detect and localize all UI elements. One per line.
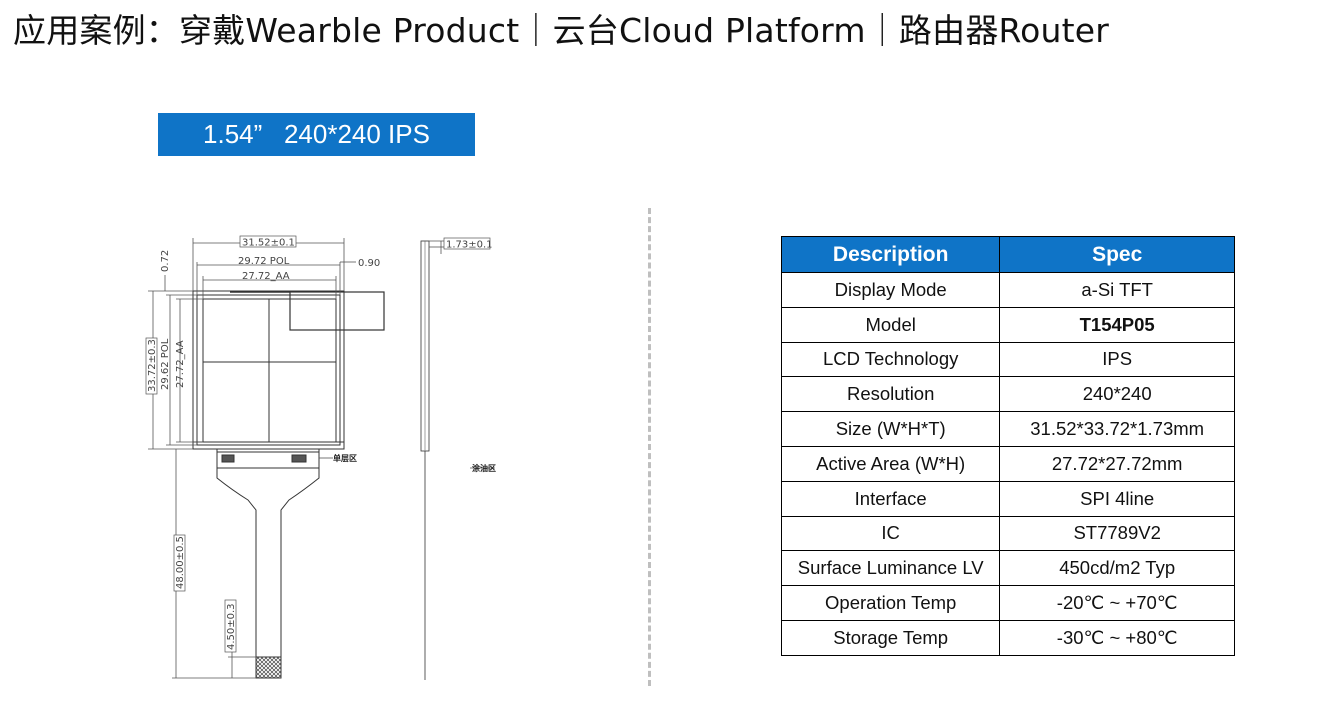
- technical-drawing: 31.52±0.1 29.72 POL 27.72_AA 0.90 0.72 3…: [145, 235, 496, 680]
- row-spec: -30℃ ~ +80℃: [999, 619, 1235, 656]
- row-desc: LCD Technology: [780, 341, 1001, 378]
- row-desc: Resolution: [780, 376, 1001, 413]
- label-single-layer: 单层区: [333, 453, 357, 463]
- table-row: Active Area (W*H)27.72*27.72mm: [780, 445, 1235, 482]
- row-desc: Surface Luminance LV: [780, 550, 1001, 587]
- row-spec: 27.72*27.72mm: [999, 445, 1235, 482]
- dim-thickness: 1.73±0.1: [446, 240, 493, 251]
- dim-fpc-length: 48.00±0.5: [175, 536, 186, 589]
- row-desc: Active Area (W*H): [780, 445, 1001, 482]
- label-oil-area: 涂油区: [472, 463, 496, 473]
- row-desc: Model: [780, 306, 1001, 343]
- row-desc: Display Mode: [780, 272, 1001, 308]
- table-row: Operation Temp-20℃ ~ +70℃: [780, 585, 1235, 621]
- dim-top: 0.72: [160, 250, 171, 272]
- header-spec: Spec: [999, 236, 1235, 273]
- panel-pol: [196, 294, 341, 446]
- row-spec: IPS: [999, 341, 1235, 378]
- dim-fpc-end: 4.50±0.3: [226, 603, 237, 650]
- label-box: [289, 291, 385, 331]
- dim-pol-height: 29.62 POL: [160, 338, 171, 390]
- row-spec: SPI 4line: [999, 480, 1235, 517]
- table-row: Size (W*H*T)31.52*33.72*1.73mm: [780, 411, 1235, 447]
- model-badge: 1.54” 240*240 IPS: [158, 113, 475, 156]
- row-spec: 240*240: [999, 376, 1235, 413]
- dim-right: 0.90: [358, 258, 380, 269]
- row-spec: T154P05: [999, 306, 1235, 343]
- dim-aa-height: 27.72_AA: [175, 340, 186, 388]
- row-desc: IC: [780, 515, 1001, 552]
- dim-width: 31.52±0.1: [242, 238, 295, 249]
- row-spec: 31.52*33.72*1.73mm: [999, 411, 1235, 447]
- page-title: 应用案例：穿戴Wearble Product｜云台Cloud Platform｜…: [13, 11, 1110, 50]
- row-desc: Interface: [780, 480, 1001, 517]
- fpc-tail: [216, 468, 320, 657]
- dim-pol-width: 29.72 POL: [238, 256, 290, 267]
- row-desc: Size (W*H*T): [780, 411, 1001, 447]
- header-description: Description: [780, 236, 1001, 273]
- row-spec: a-Si TFT: [999, 272, 1235, 308]
- fpc-hatched-end: [255, 656, 282, 679]
- dim-aa-width: 27.72_AA: [242, 271, 290, 282]
- row-spec: 450cd/m2 Typ: [999, 550, 1235, 587]
- row-spec: -20℃ ~ +70℃: [999, 585, 1235, 621]
- table-header-row: Description Spec: [780, 236, 1235, 273]
- row-spec: ST7789V2: [999, 515, 1235, 552]
- row-desc: Storage Temp: [780, 619, 1001, 656]
- row-desc: Operation Temp: [780, 585, 1001, 621]
- table-row: Storage Temp-30℃ ~ +80℃: [780, 619, 1235, 656]
- dashed-divider: [648, 208, 651, 686]
- dim-height: 33.72±0.3: [147, 339, 158, 392]
- fpc-connector: [216, 448, 320, 469]
